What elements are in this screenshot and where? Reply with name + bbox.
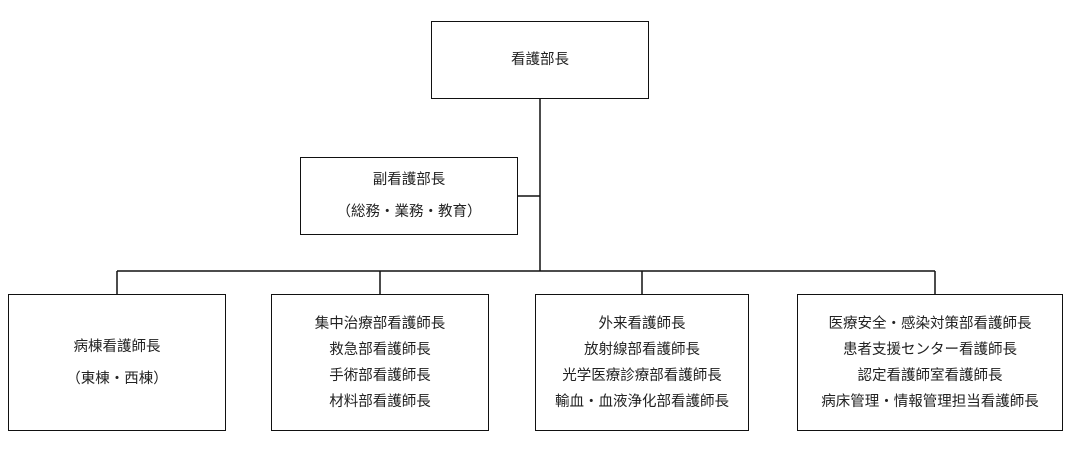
safety-support-head-nurses-box: 医療安全・感染対策部看護師長 患者支援センター看護師長 認定看護師室看護師長 病… xyxy=(797,294,1063,431)
surgery-head-nurse-label: 手術部看護師長 xyxy=(329,367,431,384)
ward-buildings-label: （東棟・西棟） xyxy=(66,370,168,387)
deputy-director-title: 副看護部長 xyxy=(372,172,446,188)
deputy-director-box: 副看護部長 （総務・業務・教育） xyxy=(300,157,518,235)
director-of-nursing-label: 看護部長 xyxy=(511,52,569,68)
endoscopy-head-nurse-label: 光学医療診療部看護師長 xyxy=(562,367,722,384)
critical-care-head-nurses-box: 集中治療部看護師長 救急部看護師長 手術部看護師長 材料部看護師長 xyxy=(271,294,489,431)
radiology-head-nurse-label: 放射線部看護師長 xyxy=(584,341,700,358)
certified-nurse-office-head-label: 認定看護師室看護師長 xyxy=(857,367,1003,384)
outpatient-head-nurse-label: 外来看護師長 xyxy=(598,315,686,332)
deputy-director-scope: （総務・業務・教育） xyxy=(336,204,482,220)
transfusion-head-nurse-label: 輸血・血液浄化部看護師長 xyxy=(555,393,729,410)
ward-head-nurse-box: 病棟看護師長 （東棟・西棟） xyxy=(8,294,226,431)
materials-head-nurse-label: 材料部看護師長 xyxy=(329,393,431,410)
director-of-nursing-box: 看護部長 xyxy=(431,21,649,99)
emergency-head-nurse-label: 救急部看護師長 xyxy=(329,341,431,358)
ward-head-nurse-label: 病棟看護師長 xyxy=(73,338,161,355)
safety-infection-head-nurse-label: 医療安全・感染対策部看護師長 xyxy=(828,315,1032,332)
icu-head-nurse-label: 集中治療部看護師長 xyxy=(314,315,446,332)
patient-support-head-nurse-label: 患者支援センター看護師長 xyxy=(843,341,1017,358)
bed-info-management-head-label: 病床管理・情報管理担当看護師長 xyxy=(821,393,1039,410)
outpatient-head-nurses-box: 外来看護師長 放射線部看護師長 光学医療診療部看護師長 輸血・血液浄化部看護師長 xyxy=(535,294,749,431)
